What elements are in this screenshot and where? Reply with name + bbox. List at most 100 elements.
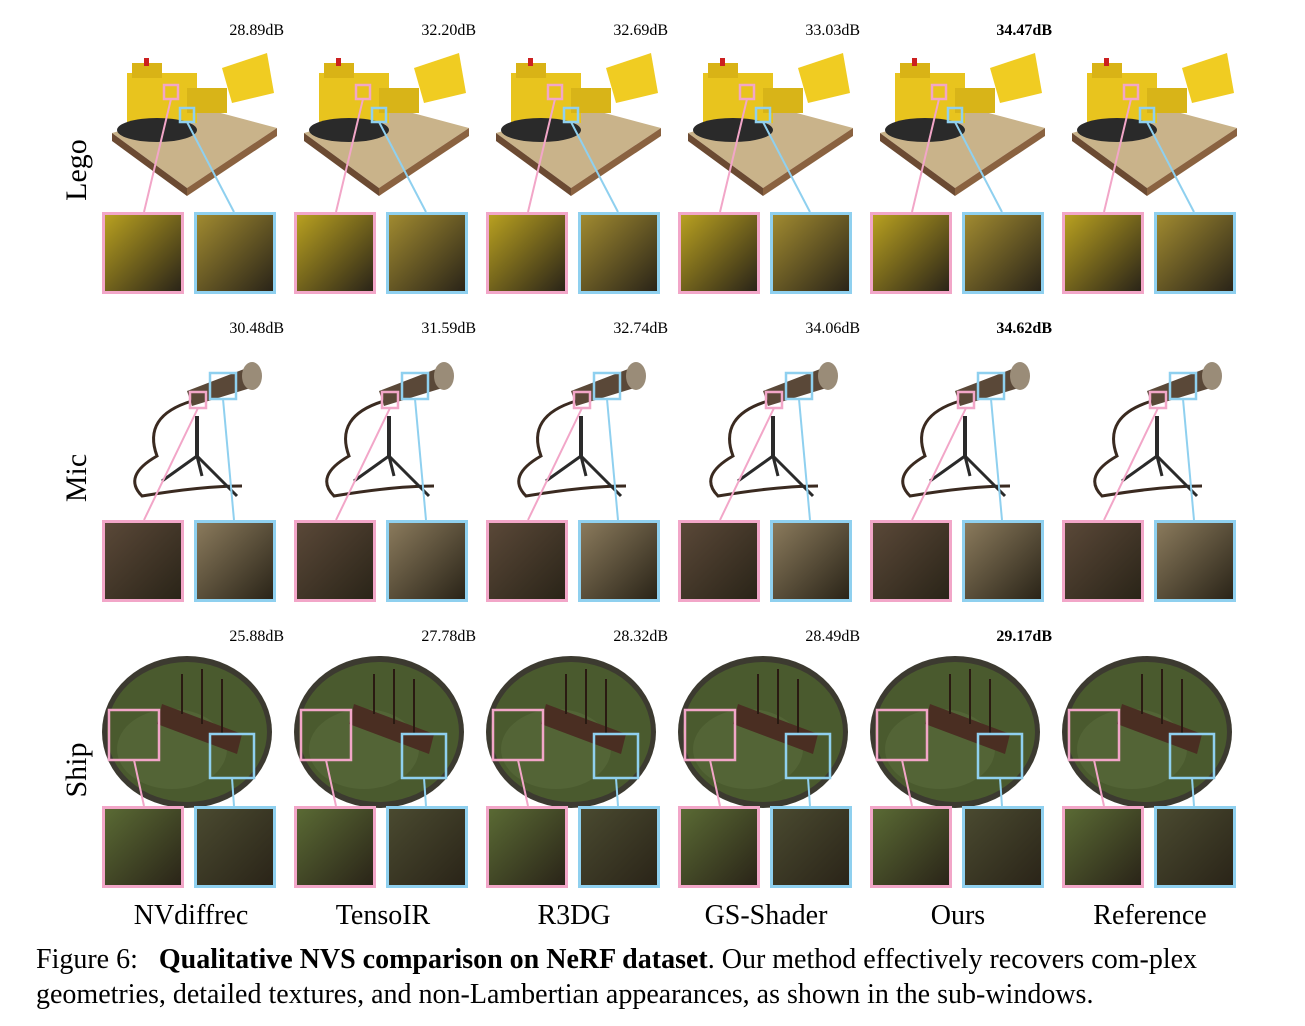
zoom-crop-pink-lego-r3dg (486, 212, 568, 294)
scene-render-mic (1093, 362, 1222, 498)
blue-zoom-box (208, 732, 256, 780)
zoom-crop-pink-lego-tensoir (294, 212, 376, 294)
scene-render-ship (102, 656, 272, 808)
blue-zoom-box (178, 106, 196, 124)
zoom-crop-blue-ship-tensoir (386, 806, 468, 888)
pink-zoom-box (1148, 390, 1168, 410)
zoom-crop-blue-ship-r3dg (578, 806, 660, 888)
blue-zoom-box (370, 106, 388, 124)
image-ship-nvdiffrec (102, 654, 282, 824)
pink-leader-line (911, 407, 967, 521)
pink-leader-line (901, 759, 913, 807)
scene-render-lego (880, 53, 1045, 196)
zoom-crop-blue-ship-reference (1154, 806, 1236, 888)
zoom-crop-blue-mic-reference (1154, 520, 1236, 602)
zoom-crop-blue-lego-nvdiffrec (194, 212, 276, 294)
zoom-crop-pink-lego-nvdiffrec (102, 212, 184, 294)
pink-leader-line (911, 98, 940, 213)
pink-leader-line (527, 407, 583, 521)
image-lego-r3dg (486, 48, 666, 218)
scene-render-mic (517, 362, 646, 498)
blue-leader-line (798, 398, 811, 521)
image-mic-r3dg (486, 346, 666, 521)
image-lego-tensoir (294, 48, 474, 218)
blue-leader-line (414, 398, 427, 521)
image-mic-reference (1062, 346, 1242, 521)
scene-render-ship (486, 656, 656, 808)
zoom-crop-blue-lego-gs-shader (770, 212, 852, 294)
pink-zoom-box (546, 83, 564, 101)
scene-render-lego (688, 53, 853, 196)
blue-zoom-box (592, 371, 622, 401)
pink-zoom-box (1122, 83, 1140, 101)
blue-leader-line (1146, 121, 1195, 213)
zoom-crop-pink-ship-r3dg (486, 806, 568, 888)
scene-render-ship (678, 656, 848, 808)
image-ship-reference (1062, 654, 1242, 824)
zoom-crop-blue-lego-reference (1154, 212, 1236, 294)
image-mic-ours (870, 346, 1050, 521)
pink-zoom-box (299, 708, 353, 762)
zoom-crop-blue-ship-ours (962, 806, 1044, 888)
pink-leader-line (1103, 98, 1132, 213)
pink-leader-line (325, 759, 337, 807)
psnr-ship-nvdiffrec: 25.88dB (229, 628, 284, 645)
column-label-tensoir: TensoIR (335, 900, 431, 931)
scene-render-ship (870, 656, 1040, 808)
psnr-lego-gs-shader: 33.03dB (805, 22, 860, 39)
blue-leader-line (990, 398, 1003, 521)
caption-title: Qualitative NVS comparison on NeRF datas… (158, 944, 708, 975)
pink-leader-line (143, 98, 172, 213)
blue-zoom-box (976, 732, 1024, 780)
blue-leader-line (231, 777, 235, 807)
psnr-ship-tensoir: 27.78dB (421, 628, 476, 645)
blue-leader-line (999, 777, 1003, 807)
zoom-crop-blue-mic-ours (962, 520, 1044, 602)
blue-zoom-box (562, 106, 580, 124)
figure-caption: Figure 6: Qualitative NVS comparison on … (36, 942, 1276, 1012)
pink-zoom-box (354, 83, 372, 101)
image-lego-reference (1062, 48, 1242, 218)
psnr-ship-gs-shader: 28.49dB (805, 628, 860, 645)
pink-zoom-box (683, 708, 737, 762)
blue-leader-line (186, 121, 235, 213)
blue-leader-line (762, 121, 811, 213)
zoom-crop-pink-ship-ours (870, 806, 952, 888)
column-label-r3dg: R3DG (537, 900, 611, 931)
pink-zoom-box (107, 708, 161, 762)
blue-zoom-box (208, 371, 238, 401)
blue-zoom-box (1168, 371, 1198, 401)
pink-leader-line (143, 407, 199, 521)
psnr-mic-ours: 34.62dB (996, 320, 1052, 337)
image-ship-tensoir (294, 654, 474, 824)
zoom-crop-pink-mic-r3dg (486, 520, 568, 602)
blue-zoom-box (976, 371, 1006, 401)
column-label-ours: Ours (930, 900, 986, 931)
pink-leader-line (709, 759, 721, 807)
zoom-crop-blue-ship-nvdiffrec (194, 806, 276, 888)
row-label-lego: Lego (60, 139, 93, 201)
blue-zoom-box (400, 371, 430, 401)
column-label-nvdiffrec: NVdiffrec (133, 900, 249, 931)
image-ship-r3dg (486, 654, 666, 824)
blue-zoom-box (1168, 732, 1216, 780)
blue-zoom-box (592, 732, 640, 780)
image-lego-nvdiffrec (102, 48, 282, 218)
pink-zoom-box (738, 83, 756, 101)
row-label-ship: Ship (60, 742, 93, 798)
scene-render-lego (496, 53, 661, 196)
blue-leader-line (423, 777, 427, 807)
zoom-crop-pink-lego-gs-shader (678, 212, 760, 294)
blue-leader-line (807, 777, 811, 807)
caption-body: . Our method effectively recovers com-pl… (36, 944, 1198, 1010)
zoom-crop-pink-mic-nvdiffrec (102, 520, 184, 602)
pink-leader-line (719, 98, 748, 213)
psnr-ship-ours: 29.17dB (996, 628, 1052, 645)
psnr-lego-nvdiffrec: 28.89dB (229, 22, 284, 39)
blue-leader-line (1182, 398, 1195, 521)
pink-zoom-box (380, 390, 400, 410)
blue-zoom-box (754, 106, 772, 124)
pink-leader-line (527, 98, 556, 213)
zoom-crop-blue-lego-r3dg (578, 212, 660, 294)
pink-leader-line (719, 407, 775, 521)
